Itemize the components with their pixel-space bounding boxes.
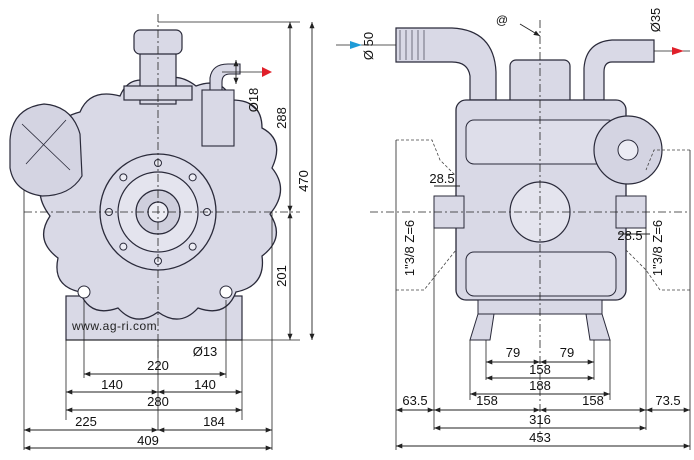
dim-total-width-side: 453 <box>529 430 551 445</box>
front-extension-lines <box>23 21 300 450</box>
front-dimension-lines <box>24 22 315 451</box>
front-regulator-detail <box>21 119 71 171</box>
front-bolt-ring <box>105 159 211 265</box>
dim-outlet-dia-front: Ø18 <box>246 88 261 113</box>
dim-total-height-front: 470 <box>296 170 311 192</box>
dim-feet-left: 140 <box>101 377 123 392</box>
front-view: www.ag-ri.com <box>9 29 282 341</box>
dim-left-to-axis: 225 <box>75 414 97 429</box>
dim-port-offset-left: 28.5 <box>429 171 454 186</box>
side-outlet-elbow <box>583 39 655 101</box>
dim-half-left: 158 <box>476 393 498 408</box>
dim-feet-right: 140 <box>194 377 216 392</box>
center-mark: @ <box>496 13 508 27</box>
dim-center-span: 316 <box>529 412 551 427</box>
dim-feet-outer-side: 188 <box>529 378 551 393</box>
dim-upper-height: 288 <box>274 107 289 129</box>
bolt <box>119 173 128 182</box>
front-outlet-valve <box>201 89 235 147</box>
front-centerlines <box>24 14 300 360</box>
dim-feet-outer: 280 <box>147 394 169 409</box>
dim-hole-dia: Ø13 <box>193 344 218 359</box>
dim-feet-inner: 158 <box>529 362 551 377</box>
side-upper-cylinders <box>465 119 617 165</box>
side-inlet-elbow <box>395 27 497 101</box>
front-outlet-pipe <box>209 63 241 93</box>
dim-axis-to-right: 184 <box>203 414 225 429</box>
side-view <box>395 27 663 341</box>
dim-left-offset: 63.5 <box>402 393 427 408</box>
bolt <box>188 242 197 251</box>
side-foot-right <box>585 313 611 341</box>
side-regulator-center <box>617 139 639 161</box>
bolt <box>188 173 197 182</box>
dim-right-offset: 73.5 <box>655 393 680 408</box>
side-inlet-ribs <box>399 30 425 60</box>
dim-thread-right: 1"3/8 Z=6 <box>650 220 665 276</box>
dim-feet-half-right: 79 <box>560 345 574 360</box>
dim-port-offset-right: 28.5 <box>617 228 642 243</box>
front-regulator <box>9 103 83 197</box>
dim-feet-span: 220 <box>147 358 169 373</box>
bolt <box>119 242 128 251</box>
side-dome <box>509 59 571 107</box>
dim-feet-half-left: 79 <box>506 345 520 360</box>
side-lower-cylinders <box>465 251 617 297</box>
side-foot-left <box>469 313 495 341</box>
side-dimension-lines <box>396 23 690 449</box>
watermark: www.ag-ri.com <box>71 319 157 333</box>
side-outlet-flow-arrow <box>672 47 684 55</box>
front-outlet-flow-arrow <box>262 67 272 77</box>
side-inlet-flow-arrow <box>350 41 362 49</box>
dim-axis-height: 201 <box>274 265 289 287</box>
dim-half-right: 158 <box>582 393 604 408</box>
front-foot-hole-right <box>219 285 233 299</box>
front-foot-hole-left <box>77 285 91 299</box>
dim-inlet-dia: Ø 50 <box>361 32 376 60</box>
dim-total-width-front: 409 <box>137 433 159 448</box>
dim-outlet-dia-side: Ø35 <box>648 8 663 33</box>
dim-thread-left: 1"3/8 Z=6 <box>402 220 417 276</box>
side-extension-lines <box>395 140 691 450</box>
side-phantom-lines <box>396 139 690 291</box>
